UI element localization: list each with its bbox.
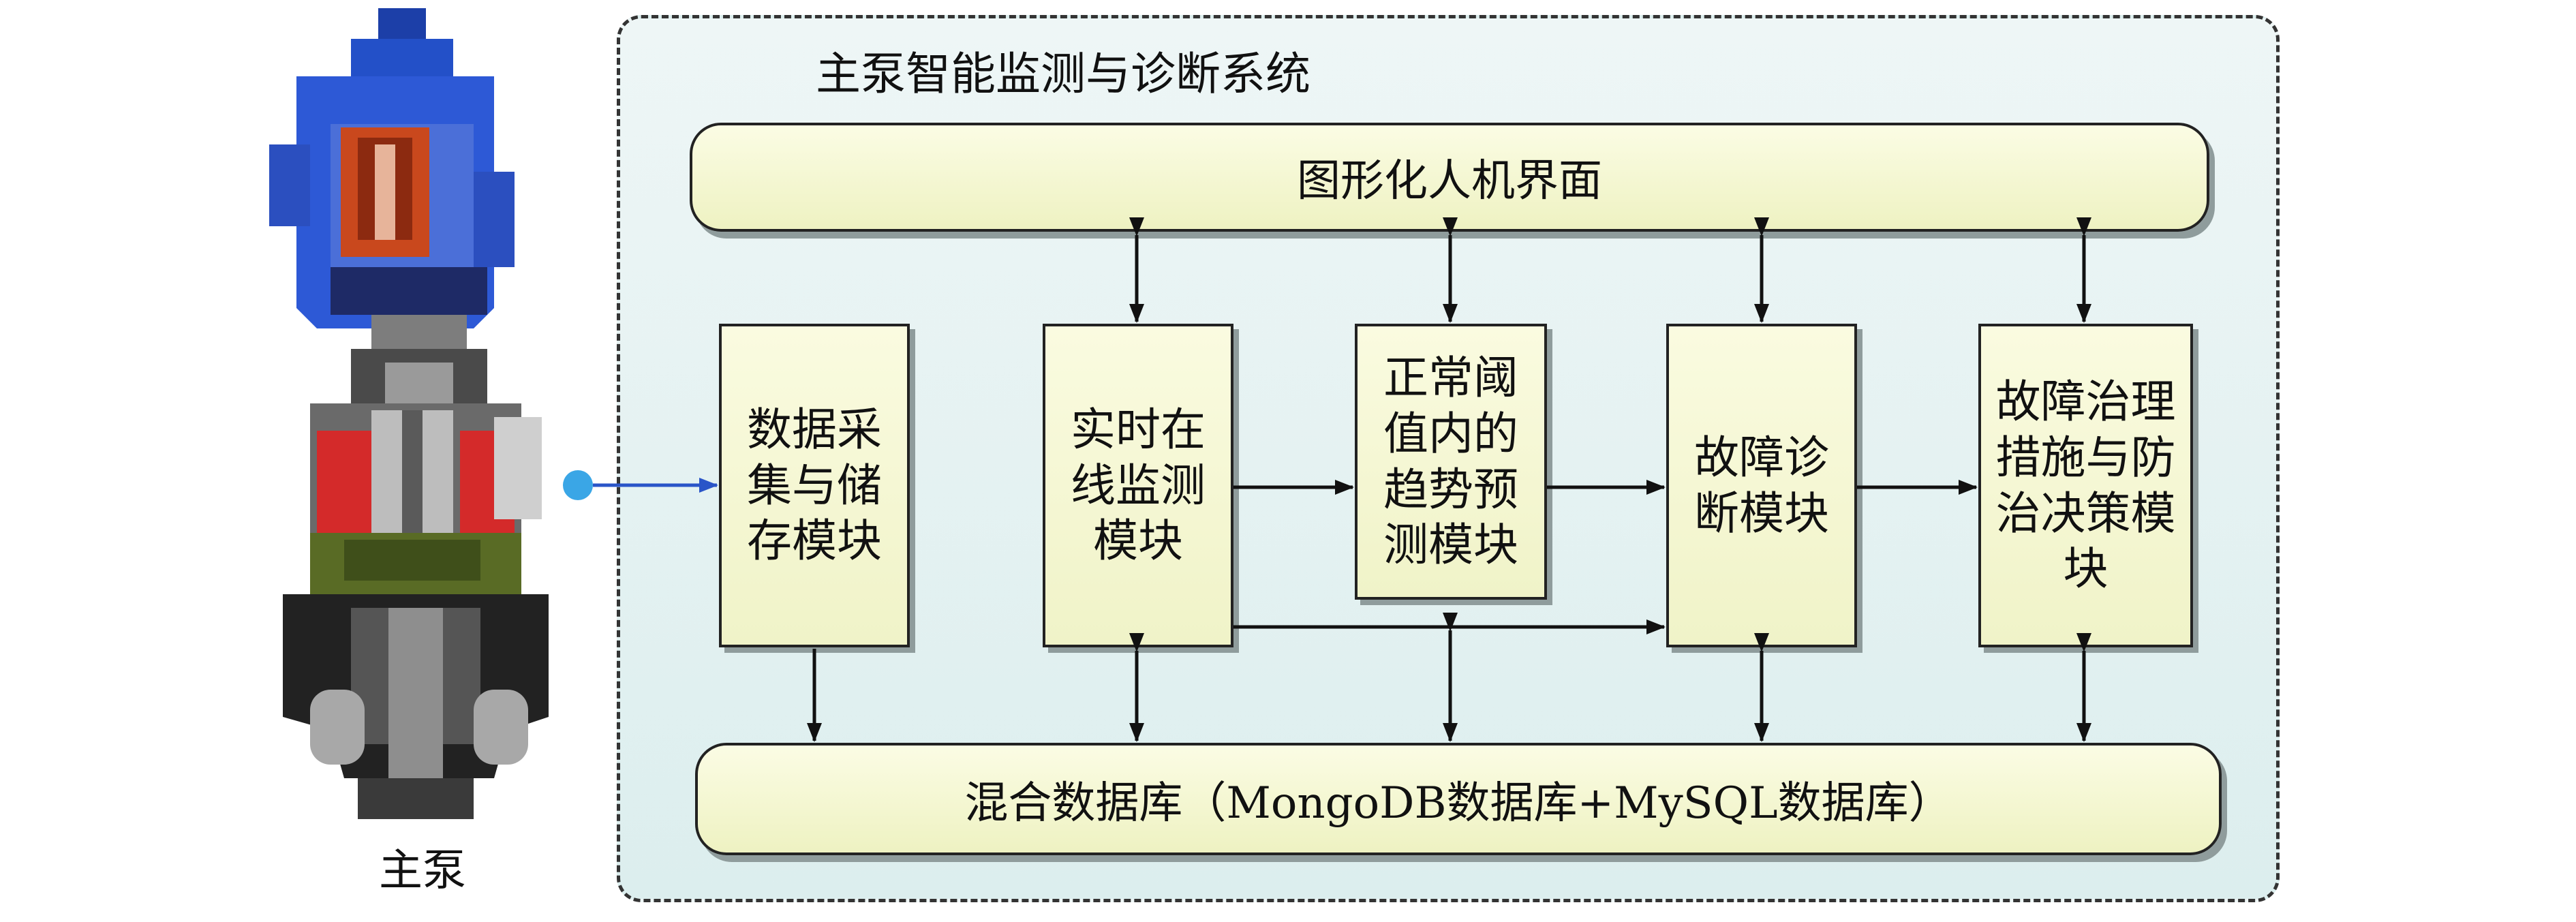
trend-prediction-module: 正常阈 值内的 趋势预 测模块 <box>1355 324 1547 600</box>
realtime-monitoring-module: 实时在 线监测 模块 <box>1043 324 1233 647</box>
data-acquisition-module: 数据采 集与储 存模块 <box>719 324 910 647</box>
decision-line-1: 故障治理 <box>1995 375 2176 428</box>
prediction-line-2: 值内的 <box>1383 407 1518 460</box>
monitoring-line-1: 实时在 <box>1071 403 1206 456</box>
monitoring-line-3: 模块 <box>1093 514 1183 568</box>
diagnosis-line-2: 断模块 <box>1694 487 1829 540</box>
diagnosis-line-1: 故障诊 <box>1694 431 1829 484</box>
decision-line-3: 治决策模 <box>1995 487 2176 540</box>
hmi-bar: 图形化人机界面 <box>690 123 2209 232</box>
prediction-line-3: 趋势预 <box>1383 463 1518 516</box>
prediction-line-1: 正常阈 <box>1383 351 1518 404</box>
system-title: 主泵智能监测与诊断系统 <box>816 48 1310 100</box>
decision-line-2: 措施与防 <box>1995 431 2176 484</box>
main-pump-illustration <box>269 8 549 819</box>
hmi-label: 图形化人机界面 <box>1297 156 1602 206</box>
hybrid-database-bar: 混合数据库（MongoDB数据库+MySQL数据库） <box>695 743 2222 855</box>
fault-decision-module: 故障治理 措施与防 治决策模 块 <box>1978 324 2193 647</box>
acquisition-line-2: 集与储 <box>747 459 882 512</box>
acquisition-line-3: 存模块 <box>747 514 882 568</box>
database-label: 混合数据库（MongoDB数据库+MySQL数据库） <box>964 778 1952 829</box>
acquisition-line-1: 数据采 <box>747 403 882 456</box>
monitoring-line-2: 线监测 <box>1071 459 1206 512</box>
fault-diagnosis-module: 故障诊 断模块 <box>1666 324 1857 647</box>
decision-line-4: 块 <box>2063 542 2109 596</box>
pump-label: 主泵 <box>379 846 466 896</box>
prediction-line-4: 测模块 <box>1383 519 1518 572</box>
